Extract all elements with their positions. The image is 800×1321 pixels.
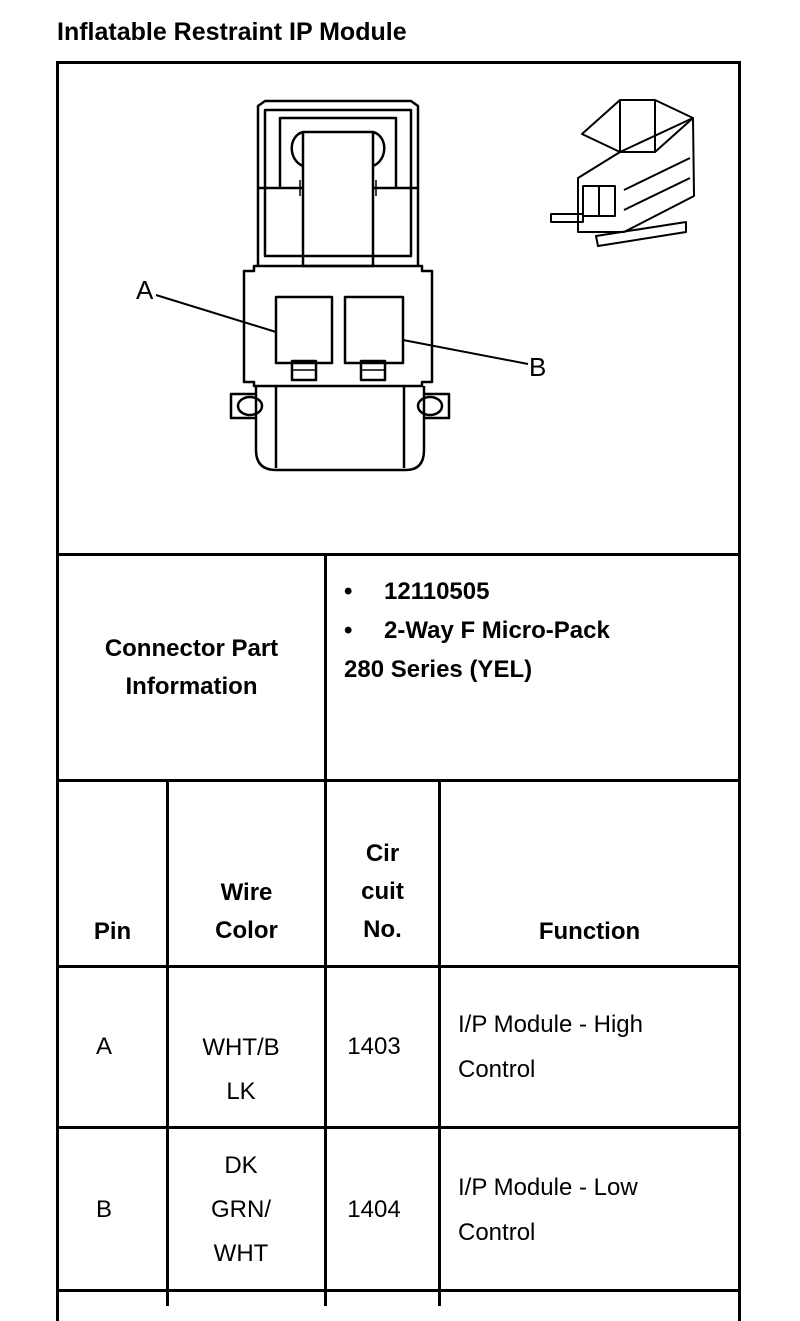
row-circuit-number: 1403 [347,1033,401,1060]
row-circuit-number: 1404 [347,1196,401,1223]
function-line: Control [458,1056,536,1083]
connector-table-frame [56,61,741,1321]
header-circuit-line: No. [363,916,402,943]
wire-color-line: WHT/B [202,1034,280,1061]
connector-series: 280 Series (YEL) [344,656,533,683]
connector-isometric-view [550,99,695,247]
divider-header-bottom [56,965,741,968]
wire-color-line: GRN/ [211,1196,271,1223]
divider-col-pin [166,781,169,1306]
header-circuit-number: Cir cuit No. [327,835,438,949]
divider-info-column [324,555,327,781]
row-wire-color: DK GRN/ WHT [169,1144,313,1276]
bullet-icon: • [344,617,353,644]
header-pin: Pin [93,918,132,945]
header-wire-color-line: Wire [220,879,273,906]
divider-diagram-bottom [56,553,741,556]
header-function: Function [538,918,641,945]
header-wire-color-line: Color [215,917,278,944]
connector-info-details: • 12110505 • 2-Way F Micro-Pack 280 Seri… [344,572,610,689]
wire-color-line: WHT [213,1240,269,1267]
page-title: Inflatable Restraint IP Module [57,18,407,46]
header-wire-color: Wire Color [169,874,324,950]
bullet-icon: • [344,578,353,605]
bullet-item: • 2-Way F Micro-Pack [344,611,610,650]
part-number: 12110505 [384,578,490,605]
row-pin: A [95,1033,112,1060]
divider-row-b-bottom [56,1289,741,1292]
connector-info-label-line2: Information [125,673,258,700]
connector-info-label: Connector Part Information [59,630,324,706]
row-wire-color: WHT/B LK [169,1026,313,1114]
pin-callout-leaders [155,294,529,365]
connector-diagram: A B [136,99,695,472]
header-circuit-line: cuit [361,878,404,905]
connector-type: 2-Way F Micro-Pack [384,617,610,644]
row-pin: B [95,1196,112,1223]
header-circuit-line: Cir [365,840,400,867]
wire-color-line: LK [226,1078,256,1105]
row-function: I/P Module - Low Control [458,1165,638,1255]
divider-col-circuit [438,781,441,1306]
divider-info-bottom [56,779,741,782]
row-function: I/P Module - High Control [458,1002,643,1092]
divider-row-a-bottom [56,1126,741,1129]
function-line: I/P Module - Low [458,1174,638,1201]
function-line: I/P Module - High [458,1011,643,1038]
divider-col-wire [324,781,327,1306]
wire-color-line: DK [224,1152,258,1179]
bullet-item: • 12110505 [344,572,610,611]
function-line: Control [458,1219,536,1246]
connector-info-label-line1: Connector Part [104,635,279,662]
callout-a-label: A [136,275,154,305]
connector-front-view [229,99,451,472]
callout-b-label: B [529,352,546,382]
